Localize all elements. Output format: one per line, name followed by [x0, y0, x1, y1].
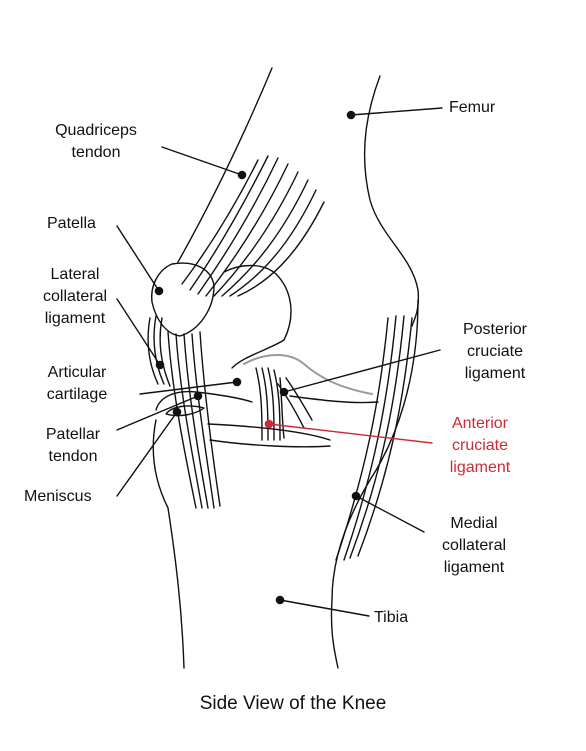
tibial-plateau-outline — [207, 395, 379, 448]
tibia-outline — [152, 299, 419, 669]
label-medial-collateral-ligament: Medial collateral ligament — [441, 515, 507, 576]
label-patellar-tendon: Patellar tendon — [45, 426, 101, 465]
label-meniscus: Meniscus — [24, 488, 92, 505]
label-tibia: Tibia — [374, 609, 409, 626]
label-anterior-cruciate-ligament: Anterior cruciate ligament — [449, 415, 511, 476]
quadriceps-tendon-fibres — [181, 155, 325, 297]
label-femur: Femur — [449, 99, 496, 116]
patellar-tendon-fibres — [167, 331, 221, 509]
label-lateral-collateral-ligament: Lateral collateral ligament — [42, 266, 108, 327]
label-quadriceps-tendon: Quadriceps tendon — [55, 122, 137, 161]
patella-outline — [151, 262, 215, 337]
lateral-collateral-fibres — [147, 315, 171, 387]
label-posterior-cruciate-ligament: Posterior cruciate ligament — [462, 321, 528, 382]
meniscus-outline — [155, 390, 253, 417]
diagram-caption: Side View of the Knee — [199, 693, 387, 714]
leader-dots — [154, 110, 361, 605]
femoral-condyle-outline — [223, 264, 292, 369]
leader-lines — [116, 107, 443, 617]
cruciate-ligaments — [255, 367, 313, 441]
articular-cartilage-line — [243, 354, 373, 395]
label-patella: Patella — [47, 215, 96, 232]
label-articular-cartilage: Articular cartilage — [46, 364, 108, 403]
